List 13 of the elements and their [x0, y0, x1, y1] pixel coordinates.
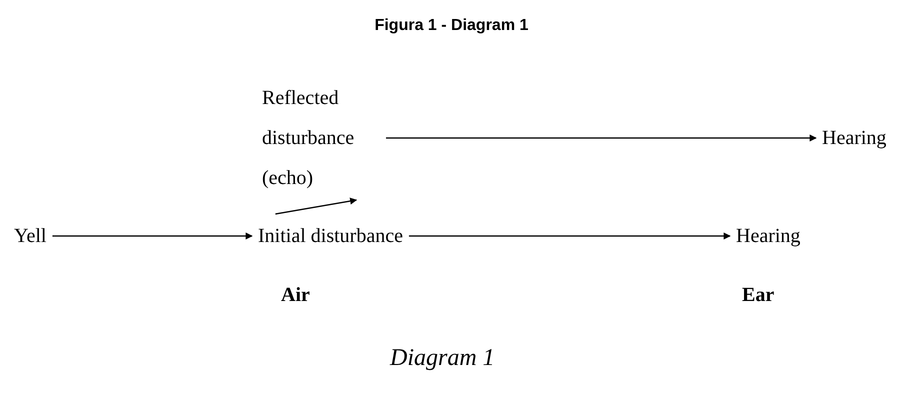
node-label: Reflected disturbance (echo): [262, 86, 356, 191]
figure-title: Figura 1 - Diagram 1: [374, 16, 528, 36]
column-label: Air: [281, 283, 310, 308]
node-label: Hearing: [736, 224, 800, 249]
arrow: [408, 232, 731, 240]
node-label: Initial disturbance: [258, 224, 403, 249]
diagram-caption: Diagram 1: [390, 344, 495, 373]
arrow: [275, 198, 358, 215]
node-label: Hearing: [822, 126, 886, 151]
node-label: Yell: [14, 224, 46, 249]
column-label: Ear: [742, 283, 774, 308]
arrow: [52, 232, 253, 240]
arrow: [386, 134, 817, 142]
